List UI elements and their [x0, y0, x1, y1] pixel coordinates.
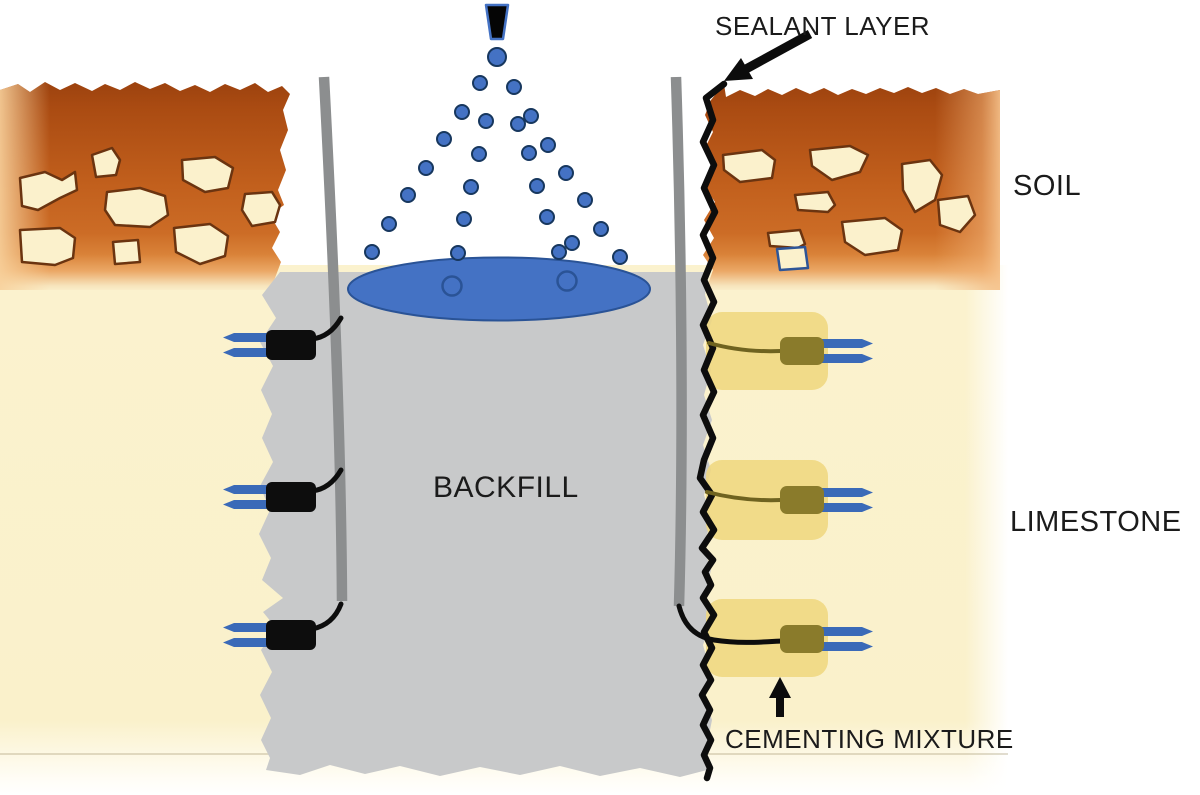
sealant-layer-label: SEALANT LAYER [715, 11, 931, 41]
sensor-right-middle [705, 486, 873, 514]
geotextile-tube-right [670, 76, 687, 607]
geotextile-tube-left [318, 76, 348, 602]
soil-rocks-left [18, 146, 282, 267]
sensor-right-bottom [676, 603, 873, 653]
sprinkler-nozzle-icon [484, 3, 510, 41]
sensor-left-middle [223, 467, 344, 512]
limestone-label: LIMESTONE [1010, 506, 1182, 538]
backfill-label: BACKFILL [433, 471, 579, 504]
cementing-mixture-label: CEMENTING MIXTURE [725, 724, 1014, 754]
water-bubble [556, 270, 578, 292]
water-spray-droplets [364, 47, 628, 265]
backfill-column [259, 272, 712, 777]
cementing-label-arrow [769, 677, 791, 717]
soil-rocks-right [721, 144, 977, 272]
sensor-left-top [223, 315, 344, 360]
sensor-left-bottom [223, 601, 344, 650]
soil-label: SOIL [1013, 170, 1082, 202]
water-bubble [441, 275, 463, 297]
rock-blue-outline [775, 245, 810, 272]
water-pool [347, 256, 651, 322]
soil-block-right [703, 84, 1000, 290]
soil-block-left [0, 82, 290, 290]
cementing-zone-bottom [706, 599, 828, 677]
sealant-label-arrow [724, 30, 813, 81]
sensor-right-top [707, 337, 873, 365]
